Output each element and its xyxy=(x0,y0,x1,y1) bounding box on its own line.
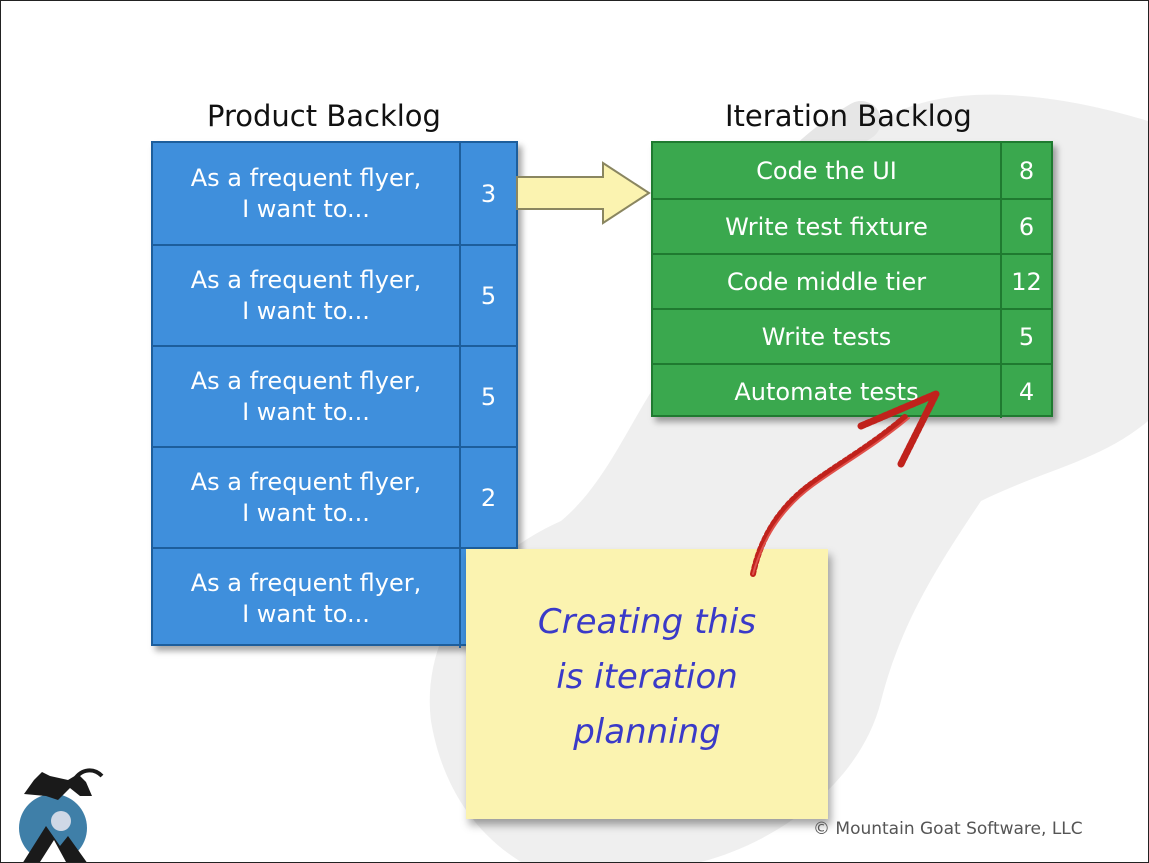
story-points: 5 xyxy=(480,382,497,411)
story-cell: As a frequent flyer, I want to... xyxy=(153,347,461,446)
task-hours: 6 xyxy=(1018,212,1035,241)
product-backlog-title: Product Backlog xyxy=(207,99,441,133)
product-backlog-row: As a frequent flyer, I want to... 3 xyxy=(153,143,516,244)
task-name: Write tests xyxy=(653,310,1002,363)
story-line1: As a frequent flyer, xyxy=(190,568,422,597)
story-line1: As a frequent flyer, xyxy=(190,265,422,294)
sticky-note-text: Creating this is iteration planning xyxy=(466,595,828,760)
iteration-backlog-table: Code the UI 8 Write test fixture 6 Code … xyxy=(651,141,1053,418)
story-line1: As a frequent flyer, xyxy=(190,366,422,395)
story-cell: As a frequent flyer, I want to... xyxy=(153,549,461,648)
goat-logo-icon xyxy=(19,768,104,862)
product-backlog-row: As a frequent flyer, I want to... 2 xyxy=(153,446,516,547)
task-hours: 8 xyxy=(1018,156,1035,185)
story-line1: As a frequent flyer, xyxy=(190,467,422,496)
task-hours: 4 xyxy=(1018,377,1035,406)
task-hours: 5 xyxy=(1018,322,1035,351)
note-line2: is iteration xyxy=(556,657,738,697)
product-backlog-row: As a frequent flyer, I want to... 5 xyxy=(153,244,516,345)
scribble-arrow-icon xyxy=(750,390,940,577)
task-name: Code the UI xyxy=(653,143,1002,198)
story-cell: As a frequent flyer, I want to... xyxy=(153,143,461,244)
product-backlog-row: As a frequent flyer, I want to... 5 xyxy=(153,345,516,446)
task-name: Automate tests xyxy=(653,365,1002,418)
story-points: 5 xyxy=(480,281,497,310)
right-arrow-icon xyxy=(516,161,651,225)
story-line2: I want to... xyxy=(242,296,370,325)
story-points: 3 xyxy=(480,179,497,208)
note-line3: planning xyxy=(573,712,721,752)
task-row: Write tests 5 xyxy=(653,308,1051,363)
task-row: Code the UI 8 xyxy=(653,143,1051,198)
product-backlog-table: As a frequent flyer, I want to... 3 As a… xyxy=(151,141,518,648)
task-name: Write test fixture xyxy=(653,200,1002,253)
story-line2: I want to... xyxy=(242,397,370,426)
task-row: Automate tests 4 xyxy=(653,363,1051,418)
task-row: Write test fixture 6 xyxy=(653,198,1051,253)
task-row: Code middle tier 12 xyxy=(653,253,1051,308)
note-line1: Creating this xyxy=(537,602,757,642)
story-cell: As a frequent flyer, I want to... xyxy=(153,246,461,345)
task-name: Code middle tier xyxy=(653,255,1002,308)
story-line2: I want to... xyxy=(242,194,370,223)
story-line2: I want to... xyxy=(242,599,370,628)
story-cell: As a frequent flyer, I want to... xyxy=(153,448,461,547)
iteration-backlog-title: Iteration Backlog xyxy=(725,99,972,133)
story-line2: I want to... xyxy=(242,498,370,527)
story-line1: As a frequent flyer, xyxy=(190,163,422,192)
sticky-note: Creating this is iteration planning xyxy=(466,549,828,819)
story-points: 2 xyxy=(480,483,497,512)
product-backlog-row: As a frequent flyer, I want to... xyxy=(153,547,516,648)
copyright-text: © Mountain Goat Software, LLC xyxy=(813,819,1083,839)
task-hours: 12 xyxy=(1011,267,1042,296)
